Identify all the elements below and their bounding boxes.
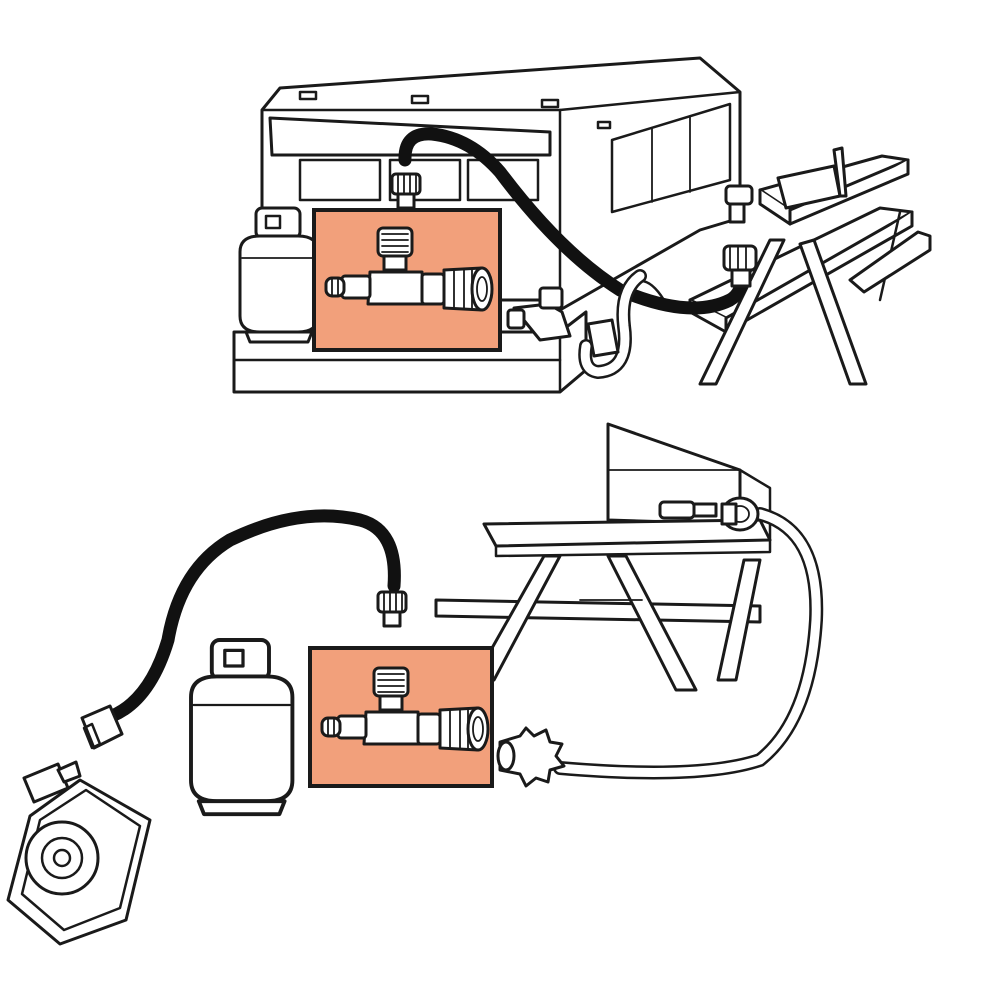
tank-setup-panel: [6, 422, 824, 946]
picnic-table-icon: [434, 518, 772, 692]
acme-star-connector: [496, 726, 566, 788]
hose-coupling-bottom: [376, 590, 408, 628]
stove-regulator-fitting: [658, 500, 718, 520]
rv-hose-fill: [580, 271, 645, 377]
propane-tank-icon: [189, 638, 295, 817]
supply-hose-black: [105, 509, 401, 723]
stove-regulator-fitting: [724, 184, 754, 224]
hose-reel-icon: [6, 760, 152, 946]
hose-end-fitting-stove: [720, 496, 760, 532]
quick-disconnect-fitting: [506, 286, 620, 358]
picnic-table-icon: [688, 146, 932, 386]
rv-setup-panel: [232, 56, 932, 394]
hose-end-fitting-table: [722, 244, 758, 288]
table-hose-fill: [555, 509, 821, 777]
supply-hose-black: [398, 127, 749, 315]
tee-adapter-highlight-top: [312, 208, 502, 352]
hose-end-fitting-tank: [80, 704, 124, 750]
tee-adapter-highlight-bottom: [308, 646, 494, 788]
camp-stove-icon: [776, 164, 842, 210]
